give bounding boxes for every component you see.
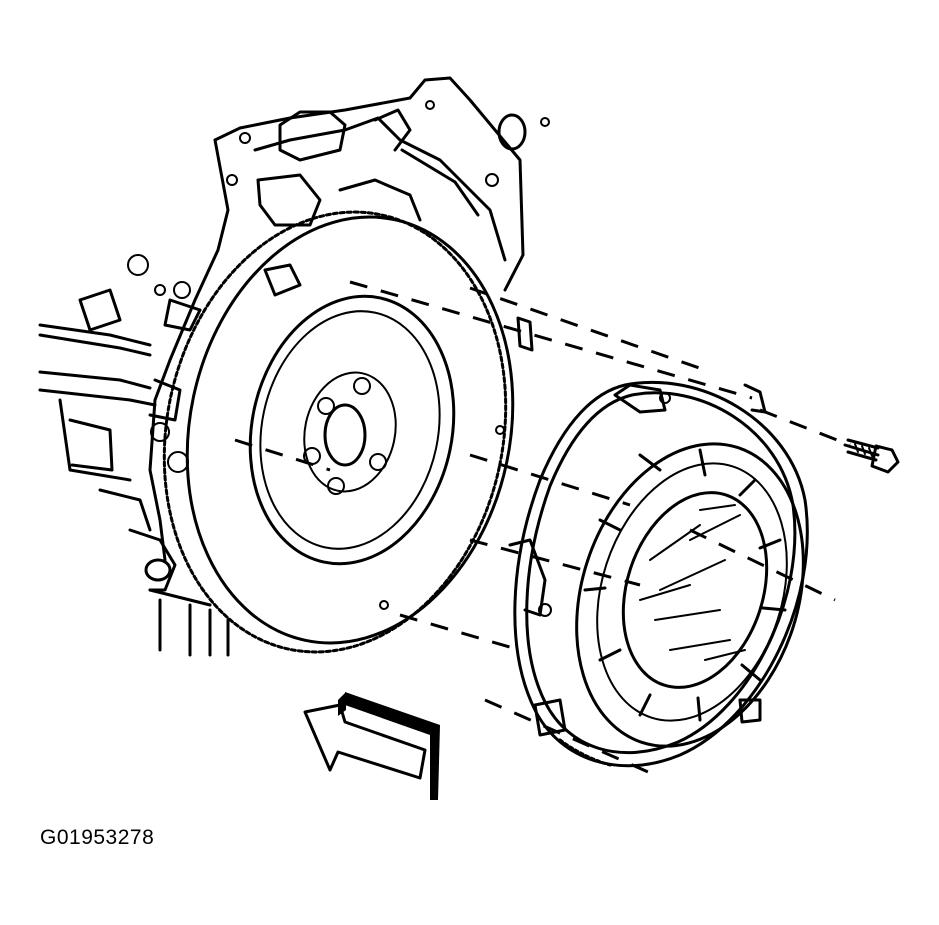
bolt <box>843 438 900 474</box>
clutch-pressure-plate <box>508 380 809 768</box>
flywheel <box>162 210 534 654</box>
direction-arrow-icon <box>303 692 440 800</box>
engine-block <box>38 76 550 657</box>
figure-code-label: G01953278 <box>40 826 155 849</box>
alignment-lines <box>234 280 851 777</box>
